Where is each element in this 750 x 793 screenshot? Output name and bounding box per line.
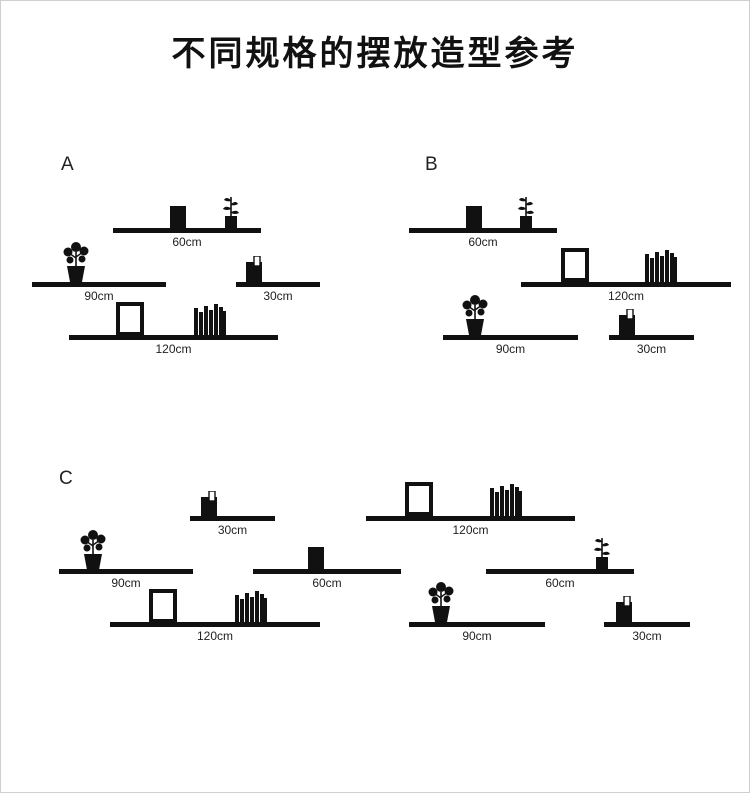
- shelf-c-30-right: [604, 622, 690, 627]
- shelf-b-90: [443, 335, 578, 340]
- shelf-size-label: 30cm: [632, 629, 662, 643]
- picture-frame-icon: [116, 302, 144, 336]
- picture-frame-icon: [561, 248, 589, 282]
- section-label-a: A: [61, 154, 74, 175]
- shelf-c-120-right: [366, 516, 575, 521]
- page-title: 不同规格的摆放造型参考: [171, 34, 579, 74]
- small-book-stack-icon: [619, 309, 635, 335]
- round-leaf-plant-icon: [428, 580, 454, 622]
- shelf-size-label: 120cm: [607, 289, 645, 303]
- small-book-stack-icon: [616, 596, 632, 622]
- shelf-b-120: [521, 282, 731, 287]
- shelf-b-60: [409, 228, 557, 233]
- shelf-size-label: 60cm: [312, 576, 342, 590]
- shelf-size-label: 120cm: [155, 342, 192, 356]
- small-book-stack-icon: [201, 491, 217, 517]
- shelf-size-label: 90cm: [84, 289, 114, 303]
- round-leaf-plant-icon: [462, 293, 488, 335]
- small-book-stack-icon: [246, 256, 262, 282]
- shelf-size-label: 60cm: [468, 235, 498, 249]
- shelf-size-label: 30cm: [636, 342, 667, 356]
- shelf-size-label: 120cm: [196, 629, 234, 643]
- book-row-icon: [235, 591, 267, 623]
- sprig-plant-icon: [221, 194, 241, 228]
- shelf-c-60-mid: [253, 569, 401, 574]
- book-block-icon: [308, 547, 324, 569]
- shelf-c-30-top: [190, 516, 275, 521]
- shelf-size-label: 120cm: [452, 523, 489, 537]
- shelf-size-label: 90cm: [495, 342, 526, 356]
- shelf-size-label: 30cm: [263, 289, 293, 303]
- book-row-icon: [645, 250, 677, 282]
- round-leaf-plant-icon: [63, 240, 89, 282]
- book-row-icon: [490, 484, 522, 516]
- shelf-a-30: [236, 282, 320, 287]
- shelf-c-120-left: [110, 622, 320, 627]
- shelf-size-label: 60cm: [172, 235, 202, 249]
- shelf-size-label: 30cm: [217, 523, 248, 537]
- sprig-plant-icon: [516, 194, 536, 228]
- shelf-c-90-left: [59, 569, 193, 574]
- picture-frame-icon: [149, 589, 177, 623]
- book-block-icon: [170, 206, 186, 228]
- shelf-c-60-right: [486, 569, 634, 574]
- sprig-plant-icon: [592, 535, 612, 569]
- shelf-a-60: [113, 228, 261, 233]
- shelf-c-90-right: [409, 622, 545, 627]
- shelf-b-30: [609, 335, 694, 340]
- picture-frame-icon: [405, 482, 433, 516]
- shelf-a-90: [32, 282, 166, 287]
- shelf-size-label: 90cm: [111, 576, 141, 590]
- section-label-c: C: [59, 468, 73, 489]
- round-leaf-plant-icon: [80, 528, 106, 570]
- book-row-icon: [194, 304, 226, 336]
- section-label-b: B: [425, 154, 438, 175]
- book-block-icon: [466, 206, 482, 228]
- shelf-size-label: 90cm: [462, 629, 492, 643]
- shelf-size-label: 60cm: [545, 576, 575, 590]
- shelf-a-120: [69, 335, 278, 340]
